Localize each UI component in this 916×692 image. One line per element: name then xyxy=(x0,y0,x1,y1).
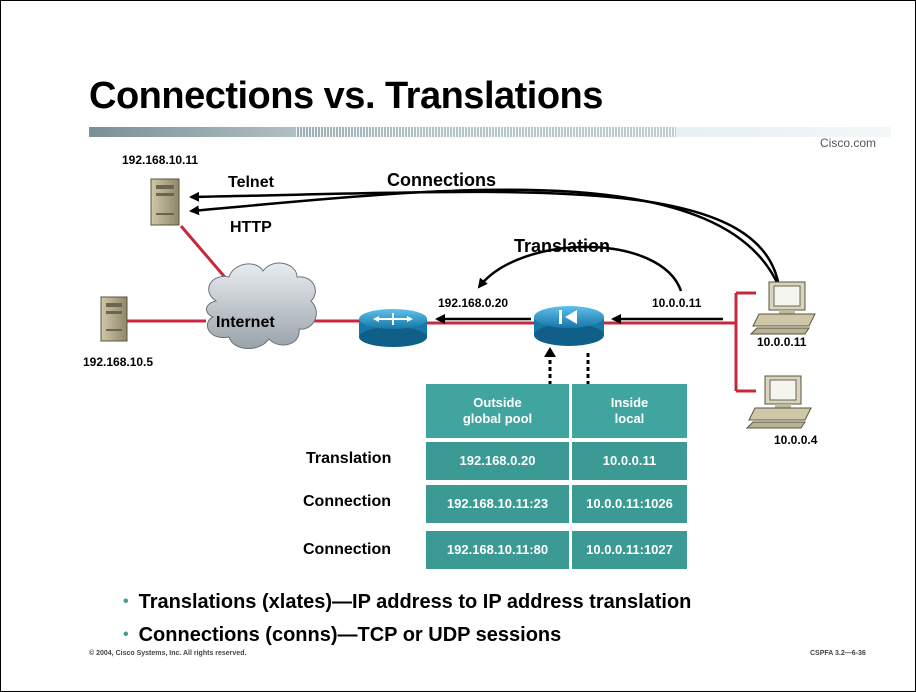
table-header-inside: Inside local xyxy=(572,384,687,438)
footer-code: CSPFA 3.2—6-36 xyxy=(810,650,866,657)
connections-label: Connections xyxy=(387,170,497,190)
pc-bottom-icon xyxy=(745,375,812,429)
flow-arrows xyxy=(189,188,781,324)
pc-top-icon xyxy=(749,281,816,335)
cell-inside-2: 10.0.0.11:1027 xyxy=(572,531,687,569)
internet-cloud xyxy=(206,262,317,349)
footer-copyright: © 2004, Cisco Systems, Inc. All rights r… xyxy=(89,650,247,657)
bullet-dot-icon: • xyxy=(123,626,129,643)
cell-outside-2: 192.168.10.11:80 xyxy=(426,531,569,569)
cell-outside-0: 192.168.0.20 xyxy=(426,442,569,480)
pix-firewall-icon xyxy=(534,306,604,346)
server-top-ip: 192.168.10.11 xyxy=(122,153,199,167)
bullet-item-1: • Translations (xlates)—IP address to IP … xyxy=(123,591,691,614)
bullet-dot-icon: • xyxy=(123,593,129,610)
bullet-item-2: • Connections (conns)—TCP or UDP sessions xyxy=(123,624,561,647)
brand-label: Cisco.com xyxy=(820,136,877,150)
bullet-text-1: Translations (xlates)—IP address to IP a… xyxy=(138,591,692,613)
internet-label: Internet xyxy=(216,314,275,331)
server-left-icon xyxy=(100,296,128,342)
page-title: Connections vs. Translations xyxy=(89,75,603,117)
title-underline-stripes xyxy=(296,127,676,137)
cell-outside-1: 192.168.10.11:23 xyxy=(426,485,569,523)
outside-ip-label: 192.168.0.20 xyxy=(438,296,509,310)
telnet-label: Telnet xyxy=(228,174,274,191)
http-label: HTTP xyxy=(230,219,272,236)
row-label-connection-2: Connection xyxy=(303,541,391,558)
cell-inside-0: 10.0.0.11 xyxy=(572,442,687,480)
row-label-translation: Translation xyxy=(306,450,392,467)
server-left-ip: 192.168.10.5 xyxy=(83,355,154,369)
pc-bottom-ip: 10.0.0.4 xyxy=(774,433,818,447)
translation-label: Translation xyxy=(514,236,611,256)
pc-top-ip: 10.0.0.11 xyxy=(757,335,807,349)
bullet-text-2: Connections (conns)—TCP or UDP sessions xyxy=(138,624,562,646)
cell-inside-1: 10.0.0.11:1026 xyxy=(572,485,687,523)
router-icon xyxy=(359,309,427,347)
server-top-icon xyxy=(150,178,180,226)
table-header-outside: Outside global pool xyxy=(426,384,569,438)
inside-ip-label: 10.0.0.11 xyxy=(652,296,702,310)
row-label-connection-1: Connection xyxy=(303,493,391,510)
